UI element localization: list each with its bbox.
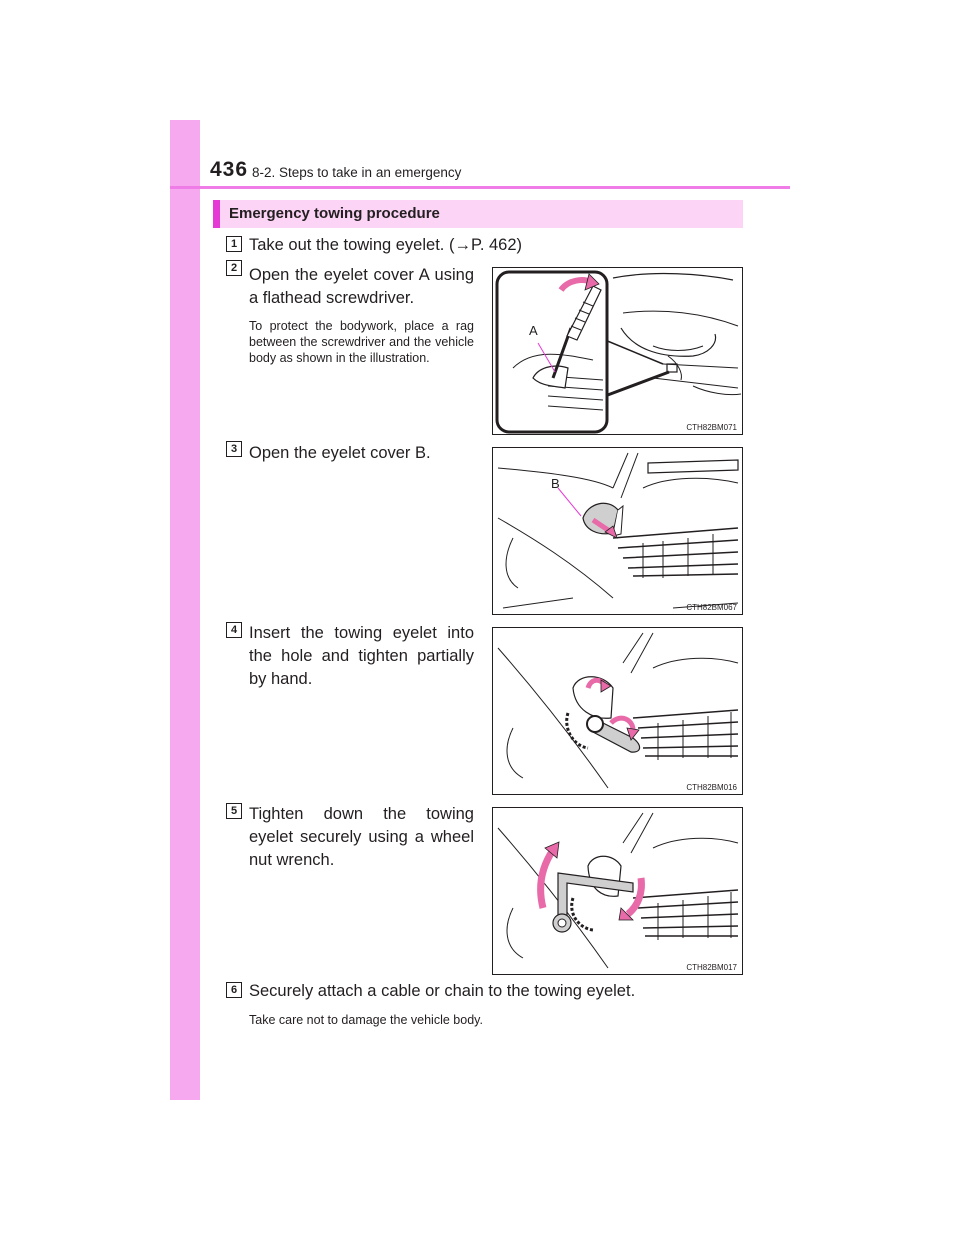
page-number: 436 [210, 158, 249, 181]
step-text: Tighten down the towing eyelet securely … [249, 805, 474, 869]
step-number: 1 [226, 236, 242, 252]
callout-label: B [551, 476, 560, 491]
heading-bar: Emergency towing procedure [213, 200, 743, 228]
sidebar-strip [170, 120, 200, 1100]
step-text: Open the eyelet cover A using a flathead… [249, 266, 474, 307]
illustration-towing-eyelet: CTH82BM016 [492, 627, 743, 795]
callout-label: A [529, 323, 538, 338]
illustration-eyelet-cover: B CTH82BM067 [492, 447, 743, 615]
heading-accent [213, 200, 220, 228]
screwdriver-illustration [495, 270, 742, 434]
step-note: To protect the bodywork, place a rag bet… [249, 319, 474, 365]
header-rule [170, 186, 790, 189]
illustration-wheel-nut-wrench: CTH82BM017 [492, 807, 743, 975]
wheel-nut-wrench-illustration [497, 812, 739, 969]
illustration-screwdriver: A CTH82BM071 [492, 267, 743, 435]
eyelet-cover-illustration [497, 452, 739, 609]
image-code: CTH82BM016 [686, 783, 737, 792]
step-number: 5 [226, 803, 242, 819]
step-text: Insert the towing eyelet into the hole a… [249, 624, 474, 688]
image-code: CTH82BM067 [686, 603, 737, 612]
section-title: 8-2. Steps to take in an emergency [252, 165, 462, 180]
step-text: Open the eyelet cover B. [249, 444, 431, 462]
heading-title: Emergency towing procedure [229, 205, 440, 222]
step-number: 2 [226, 260, 242, 276]
step-number: 6 [226, 982, 242, 998]
image-code: CTH82BM017 [686, 963, 737, 972]
step-number: 4 [226, 622, 242, 638]
image-code: CTH82BM071 [686, 423, 737, 432]
step-text: Securely attach a cable or chain to the … [249, 982, 636, 1000]
towing-eyelet-illustration [497, 632, 739, 789]
step-note: Take care not to damage the vehicle body… [249, 1013, 483, 1027]
step-text: Take out the towing eyelet. (→P. 462) [249, 236, 523, 254]
step-number: 3 [226, 441, 242, 457]
